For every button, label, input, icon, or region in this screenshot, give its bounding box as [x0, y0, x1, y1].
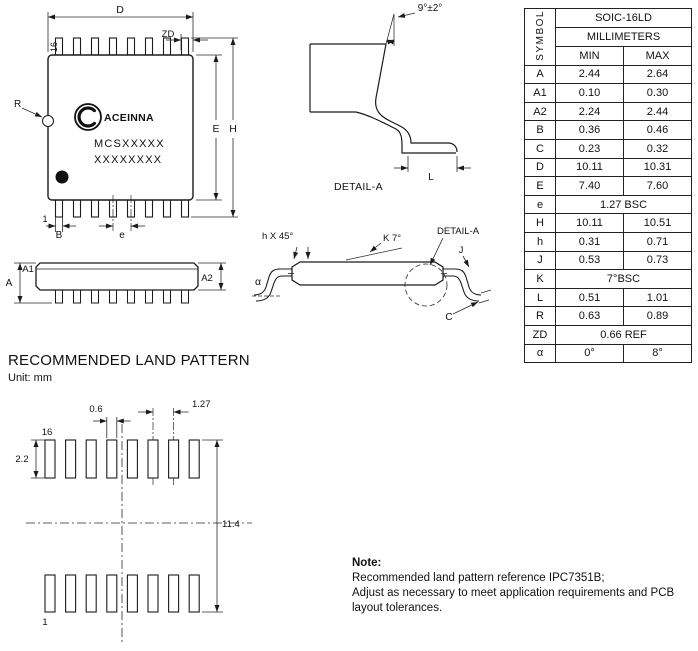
package-profile-view-drawing: h X 45° K 7° DETAIL-A J α C — [252, 226, 492, 323]
dim-label-a2: A2 — [201, 273, 213, 284]
brand-logo-circle — [74, 103, 102, 131]
dim-label-pad-width: 0.6 — [89, 404, 102, 415]
dim-label-pitch: e — [119, 230, 125, 240]
land-pin1-label: 1 — [42, 617, 47, 628]
brand-text: ACEINNA — [104, 112, 154, 124]
land-pattern-title: RECOMMENDED LAND PATTERN — [8, 352, 250, 369]
top-view-dimension-lines — [21, 12, 238, 232]
dim-label-b: B — [56, 230, 63, 240]
side-view-dimension-lines — [14, 262, 226, 304]
dim-label-e: E — [212, 123, 219, 135]
table-units: MILLIMETERS — [555, 26, 692, 47]
symbol-column-header: SYMBOL — [524, 8, 556, 66]
package-side-view-drawing: A A1 A2 — [6, 262, 226, 304]
land-pattern-dimension-lines — [31, 409, 223, 613]
land-pattern-pads-bottom — [44, 574, 200, 613]
note-line-2: Adjust as necessary to meet application … — [352, 587, 675, 599]
detail-a-linework — [309, 13, 458, 154]
column-header-min: MIN — [555, 45, 624, 66]
note-line-1: Recommended land pattern reference IPC73… — [352, 572, 605, 584]
package-top-view-drawing: ACEINNA MCSXXXXX XXXXXXXX — [14, 4, 238, 240]
detail-a-callout: DETAIL-A — [437, 226, 480, 237]
dim-label-r: R — [14, 99, 21, 110]
pin1-label: 1 — [42, 214, 47, 224]
dim-label-d: D — [116, 4, 124, 16]
land-pattern-centerlines — [26, 408, 252, 644]
note-block: Note: Recommended land pattern reference… — [352, 556, 690, 616]
detail-a-dimension-lines — [394, 12, 471, 172]
land-pin16-label: 16 — [42, 427, 53, 438]
profile-dimension-lines — [252, 237, 492, 315]
pin16-label: 16 — [49, 42, 59, 52]
land-pattern-pads-top — [44, 439, 200, 479]
dim-label-row-span: 11.4 — [222, 519, 240, 530]
chip-marking: ACEINNA MCSXXXXX XXXXXXXX — [74, 103, 165, 166]
dim-label-zd: ZD — [162, 29, 175, 40]
detail-a-circle — [404, 263, 448, 307]
dim-label-l: L — [428, 172, 434, 183]
detail-a-drawing: 9°±2° L DETAIL-A — [309, 3, 471, 193]
table-title: SOIC-16LD — [555, 8, 692, 28]
dim-label-c: C — [445, 312, 452, 323]
corner-radius-marker — [42, 115, 54, 127]
dim-label-a1: A1 — [22, 264, 34, 275]
side-view-body — [35, 262, 199, 291]
column-header-max: MAX — [623, 45, 692, 66]
angle-label: 9°±2° — [418, 3, 443, 14]
package-body — [47, 54, 194, 201]
land-pattern-unit: Unit: mm — [8, 372, 52, 384]
marking-line2: XXXXXXXX — [94, 154, 162, 166]
note-line-3: layout tolerances. — [352, 602, 443, 614]
pin1-index-dot — [55, 170, 69, 184]
profile-body — [291, 261, 444, 286]
marking-line1: MCSXXXXX — [94, 138, 165, 150]
dim-label-h: H — [229, 123, 237, 135]
k-angle-label: K 7° — [383, 233, 401, 244]
note-title: Note: — [352, 557, 382, 569]
detail-a-caption: DETAIL-A — [334, 181, 383, 193]
brand-logo-c-icon — [77, 106, 96, 128]
dim-label-j: J — [459, 245, 464, 256]
side-view-legs — [55, 289, 189, 304]
chamfer-label: h X 45° — [262, 231, 293, 242]
profile-leads — [253, 268, 482, 302]
dim-label-a: A — [6, 278, 13, 289]
dim-label-pitch: 1.27 — [192, 399, 211, 410]
land-pattern-drawing: 0.6 1.27 2.2 11.4 16 1 — [15, 399, 252, 644]
dim-label-pad-height: 2.2 — [15, 454, 28, 465]
alpha-label: α — [255, 276, 261, 288]
